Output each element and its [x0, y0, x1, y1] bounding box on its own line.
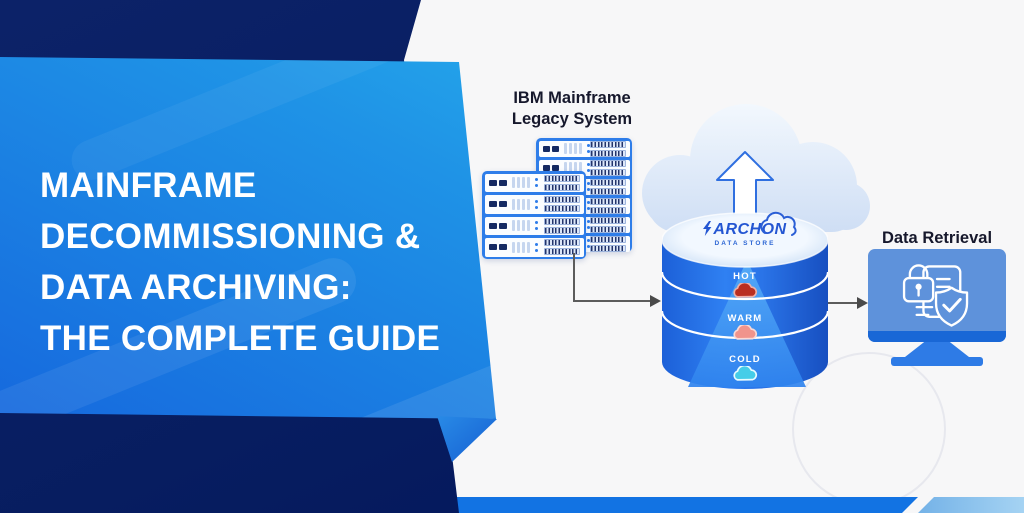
- drive-block: [488, 179, 497, 186]
- drive-block: [498, 179, 507, 186]
- server-rack-front: [482, 171, 586, 259]
- drive-block: [498, 201, 507, 208]
- vent-bars: [511, 241, 530, 253]
- vent-grilles: [589, 178, 626, 195]
- banner-title: MAINFRAME DECOMMISSIONING & DATA ARCHIVI…: [40, 166, 441, 359]
- arrow-right-icon: [857, 297, 868, 309]
- drive-block: [542, 145, 550, 152]
- bottom-stripe-blue: [430, 497, 918, 513]
- logo-name: ARCHON: [713, 221, 787, 238]
- mainframe-label: IBM Mainframe Legacy System: [511, 89, 633, 128]
- status-leds: [586, 163, 590, 172]
- bottom-stripe-light: [918, 497, 1024, 513]
- flow-line-to-store: [573, 300, 651, 302]
- vent-grilles: [589, 216, 626, 233]
- shield-check-icon: [934, 286, 969, 327]
- vent-grilles: [543, 217, 580, 234]
- monitor-stand: [905, 342, 969, 357]
- tier-label: WARM: [727, 313, 763, 324]
- drive-block: [551, 145, 559, 152]
- monitor-screen: [868, 249, 1006, 342]
- arrow-right-icon: [650, 295, 661, 307]
- monitor-base: [891, 357, 983, 366]
- status-leds: [534, 199, 538, 209]
- vent-bars: [563, 143, 582, 154]
- server-unit: [484, 238, 584, 257]
- drive-block: [542, 164, 550, 171]
- tier-hot: HOT: [705, 271, 785, 304]
- bolt-icon: [703, 221, 712, 236]
- server-unit: [484, 195, 584, 214]
- tier-label: COLD: [729, 354, 761, 365]
- vent-bars: [511, 198, 530, 210]
- server-unit: [538, 140, 630, 157]
- vent-grilles: [589, 235, 626, 252]
- drive-block: [498, 222, 507, 229]
- vent-bars: [563, 162, 582, 173]
- drive-block: [488, 201, 497, 208]
- status-leds: [586, 144, 590, 153]
- lock-shackle-icon: [908, 264, 929, 280]
- cold-cloud-icon: [733, 364, 758, 381]
- status-leds: [586, 182, 590, 191]
- warm-cloud-icon: [733, 323, 758, 340]
- vent-grilles: [543, 174, 580, 191]
- archon-data-store-cylinder: [662, 212, 828, 389]
- secure-document-icons: [902, 264, 969, 327]
- vent-grilles: [543, 239, 580, 256]
- status-leds: [586, 201, 590, 210]
- vent-grilles: [589, 159, 626, 176]
- monitor-bezel-bar: [868, 331, 1006, 342]
- tier-cold: COLD: [705, 354, 785, 387]
- server-unit: [484, 216, 584, 235]
- status-leds: [534, 242, 538, 252]
- tier-cone: [688, 260, 806, 387]
- logo-tagline: DATA STORE: [714, 240, 776, 247]
- drive-block: [498, 244, 507, 251]
- vent-grilles: [589, 197, 626, 214]
- vent-grilles: [543, 196, 580, 213]
- hot-cloud-icon: [733, 281, 758, 298]
- flow-line-to-monitor: [824, 302, 858, 304]
- data-retrieval-label: Data Retrieval: [881, 229, 993, 247]
- server-unit: [484, 173, 584, 192]
- status-leds: [586, 220, 590, 229]
- status-leds: [534, 221, 538, 231]
- vent-bars: [511, 177, 530, 189]
- status-leds: [534, 178, 538, 188]
- drive-block: [551, 164, 559, 171]
- archon-logo: ARCHON DATA STORE: [692, 211, 798, 247]
- flow-line-vertical: [573, 253, 575, 302]
- drive-block: [488, 222, 497, 229]
- tier-label: HOT: [733, 271, 757, 282]
- drive-block: [488, 244, 497, 251]
- status-leds: [586, 239, 590, 248]
- vent-bars: [511, 220, 530, 232]
- logo-cloud-icon: [760, 211, 797, 236]
- vent-grilles: [589, 140, 626, 157]
- tier-warm: WARM: [705, 313, 785, 346]
